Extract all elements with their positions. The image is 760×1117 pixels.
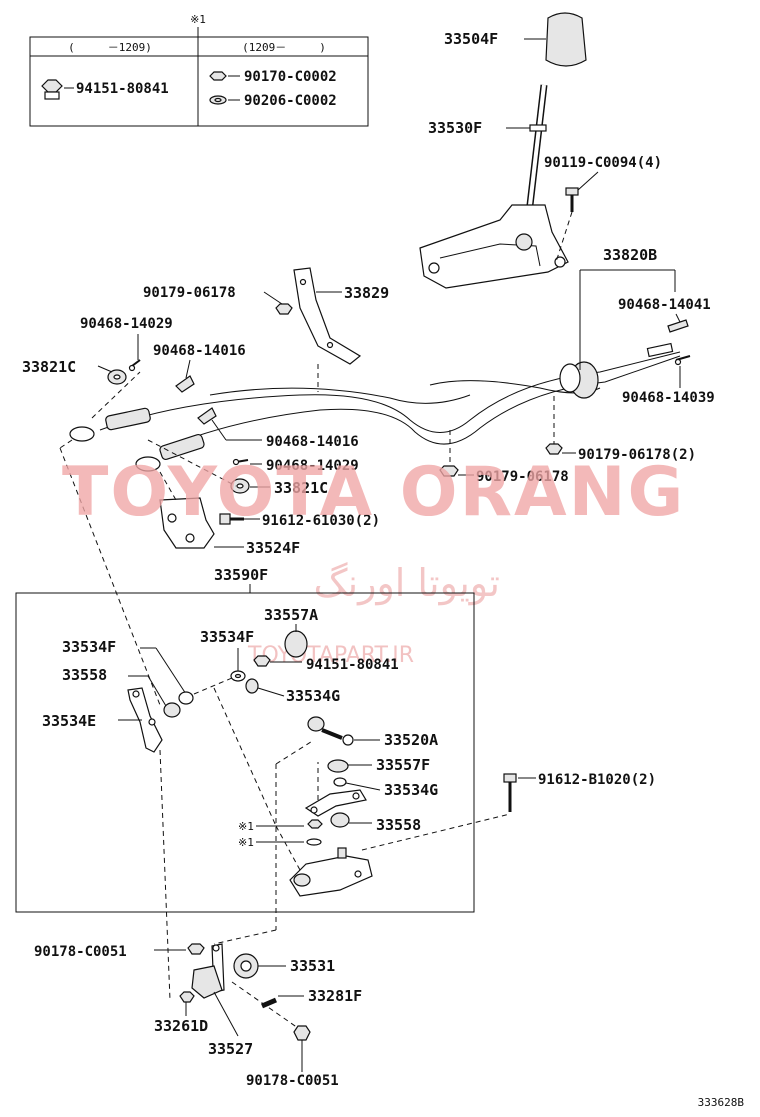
bolt-icon	[565, 187, 579, 212]
label-90468-14029-top: 90468-14029	[80, 316, 173, 332]
label-91612-B1020: 91612-B1020(2)	[538, 772, 656, 788]
pin-icon	[261, 997, 277, 1009]
label-33534F-a: 33534F	[62, 638, 116, 656]
nut-icon	[41, 79, 63, 100]
watermark-arabic: تویوتا اورنگ	[314, 561, 501, 606]
label-33534F-b: 33534F	[200, 628, 254, 646]
label-90179-06178-top: 90179-06178	[143, 285, 236, 301]
note-left-part: 94151-80841	[76, 81, 169, 97]
clip-icon	[674, 355, 691, 366]
label-33504F: 33504F	[444, 30, 498, 48]
nut-icon	[179, 991, 195, 1003]
bushing-icon	[284, 630, 308, 658]
label-90179-06178-2: 90179-06178(2)	[578, 447, 696, 463]
label-90468-14029-mid: 90468-14029	[266, 458, 359, 474]
bolt-icon	[503, 773, 517, 812]
assembly-box	[15, 592, 475, 913]
nut-icon	[545, 443, 563, 455]
figure-id: 333628B	[698, 1096, 745, 1109]
shift-lever-icon	[526, 84, 548, 206]
note-col-right-header: (1209－ )	[242, 41, 326, 54]
label-33531: 33531	[290, 957, 335, 975]
label-33281F: 33281F	[308, 987, 362, 1005]
cable-support-bracket-icon	[159, 497, 215, 549]
label-33261D: 33261D	[154, 1017, 208, 1035]
bushing-icon	[230, 478, 250, 494]
label-33524F: 33524F	[246, 539, 300, 557]
note-marker: ※1	[190, 13, 206, 26]
label-90468-14039: 90468-14039	[622, 390, 715, 406]
label-33558-b: 33558	[376, 816, 421, 834]
clip-icon	[667, 319, 689, 333]
bushing-icon	[107, 369, 127, 385]
note-col-left-header: ( －1209)	[68, 41, 152, 54]
selector-lever-icon	[191, 943, 225, 999]
washer-icon	[178, 691, 194, 705]
label-91612-61030: 91612-61030(2)	[262, 513, 380, 529]
label-33557F: 33557F	[376, 756, 430, 774]
washer-icon	[306, 838, 322, 846]
bushing-icon	[245, 678, 259, 694]
label-90178-C0051-a: 90178-C0051	[34, 944, 127, 960]
shift-lever-link-icon	[304, 789, 367, 817]
label-90468-14016-mid: 90468-14016	[266, 434, 359, 450]
label-33821C-top: 33821C	[22, 358, 76, 376]
marker-1b: ※1	[238, 836, 254, 849]
nut-icon	[439, 465, 459, 477]
washer-icon	[333, 777, 347, 787]
cable-bracket-icon	[293, 267, 362, 365]
label-33534G-a: 33534G	[286, 687, 340, 705]
label-33534E: 33534E	[42, 712, 96, 730]
nut-icon	[187, 943, 205, 955]
label-33534G-b: 33534G	[384, 781, 438, 799]
shift-lever-arm-icon	[127, 687, 163, 753]
label-33520A: 33520A	[384, 731, 438, 749]
bushing-icon	[233, 953, 259, 979]
label-90179-06178-mid: 90179-06178	[476, 469, 569, 485]
watermark-url: TOYOTAPART.IR	[247, 643, 414, 668]
label-90178-C0051-b: 90178-C0051	[246, 1073, 339, 1089]
note-right-part-2: 90206-C0002	[244, 93, 337, 109]
bushing-icon	[327, 759, 349, 773]
nut-icon	[209, 71, 227, 81]
label-33821C-mid: 33821C	[274, 479, 328, 497]
washer-icon	[230, 670, 246, 682]
washer-icon	[209, 95, 227, 105]
label-94151-80841: 94151-80841	[306, 657, 399, 673]
shift-knob-icon	[545, 12, 587, 67]
clip-icon	[232, 458, 249, 466]
label-33590F: 33590F	[214, 566, 268, 584]
label-33820B: 33820B	[603, 246, 657, 264]
cable-clip-icon	[175, 375, 195, 393]
shift-lever-pin-icon	[307, 716, 354, 746]
shift-cable-assembly-icon	[69, 342, 681, 472]
note-right-part-1: 90170-C0002	[244, 69, 337, 85]
shift-lever-retainer-icon	[289, 847, 373, 897]
bushing-icon	[163, 702, 181, 718]
label-33557A: 33557A	[264, 606, 318, 624]
cable-clip-icon	[197, 407, 217, 425]
marker-1a: ※1	[238, 820, 254, 833]
label-90468-14016-top: 90468-14016	[153, 343, 246, 359]
watermark-latin: TOYOTA ORANG	[62, 453, 685, 532]
nut-icon	[253, 655, 271, 667]
nut-icon	[293, 1025, 311, 1041]
label-33530F: 33530F	[428, 119, 482, 137]
label-33558-a: 33558	[62, 666, 107, 684]
label-90468-14041: 90468-14041	[618, 297, 711, 313]
shift-lever-housing-icon	[419, 204, 569, 289]
bushing-icon	[330, 812, 350, 828]
note-table: ※1 ( －1209) (1209－ ) 94151-80841 90170-C…	[29, 13, 369, 127]
label-90119-C0094: 90119-C0094(4)	[544, 155, 662, 171]
bolt-icon	[219, 513, 244, 525]
nut-icon	[275, 303, 293, 315]
label-33829: 33829	[344, 284, 389, 302]
label-33527: 33527	[208, 1040, 253, 1058]
clip-icon	[128, 359, 141, 372]
nut-icon	[307, 819, 323, 829]
